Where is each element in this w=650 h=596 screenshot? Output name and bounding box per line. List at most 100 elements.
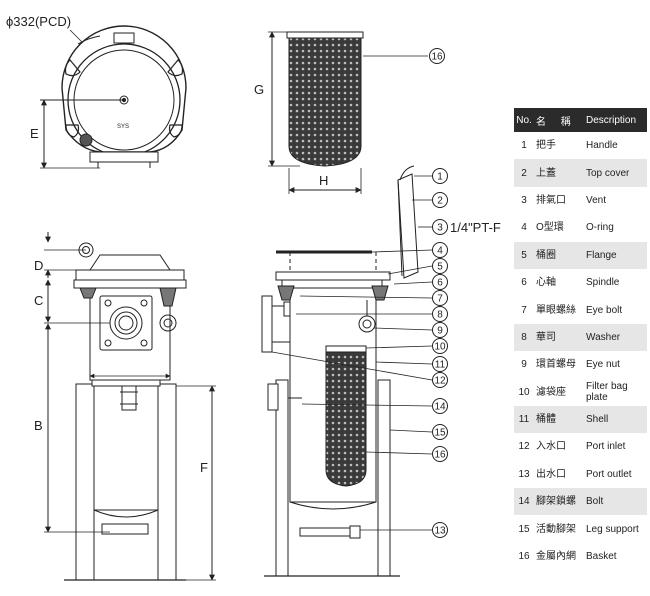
svg-text:9: 9 — [437, 326, 443, 337]
row-no: 7 — [521, 304, 527, 316]
svg-text:3: 3 — [437, 223, 443, 234]
row-name-cn: 金屬內網 — [536, 551, 576, 563]
callout-15: 15 — [432, 424, 448, 440]
callout-12: 12 — [432, 372, 448, 388]
svg-text:16: 16 — [431, 52, 443, 63]
row-description: Handle — [586, 140, 618, 152]
row-no: 1 — [521, 140, 527, 152]
dim-g-label: G — [254, 82, 264, 97]
row-no: 8 — [514, 323, 534, 352]
row-name-cn: 桶體 — [534, 405, 584, 434]
row-no: 13 — [518, 468, 530, 480]
callout-circles: 1 2 3 4 5 6 7 8 9 10 11 12 14 15 16 13 1… — [429, 48, 448, 538]
dim-h-label: H — [319, 173, 328, 188]
row-description: Port outlet — [586, 468, 632, 480]
svg-text:4: 4 — [437, 246, 443, 257]
svg-text:1: 1 — [437, 172, 443, 183]
front-view — [44, 232, 216, 581]
svg-text:2: 2 — [437, 196, 443, 207]
row-name-cn: 排氣口 — [536, 194, 566, 206]
row-description: Bolt — [584, 488, 647, 516]
row-no: 14 — [514, 488, 534, 516]
row-description: Eye bolt — [586, 304, 623, 316]
callout-13: 13 — [432, 522, 448, 538]
row-description: Shell — [584, 405, 647, 434]
callout-4: 4 — [432, 242, 448, 258]
table-row: 16 金屬內網 Basket — [514, 543, 647, 570]
callout-2: 2 — [432, 192, 448, 208]
svg-text:8: 8 — [437, 310, 443, 321]
svg-text:11: 11 — [435, 360, 446, 371]
row-name-cn: 濾袋座 — [536, 386, 566, 398]
row-description: O-ring — [586, 222, 614, 234]
header-no: No. — [514, 108, 534, 132]
row-no: 2 — [514, 159, 534, 187]
logo-text: SYS — [117, 124, 129, 130]
svg-text:16: 16 — [434, 450, 446, 461]
row-name-cn: 活動腳架 — [536, 523, 576, 535]
row-no: 15 — [518, 523, 530, 535]
svg-text:15: 15 — [434, 428, 446, 439]
row-no: 6 — [521, 277, 527, 289]
row-description: Basket — [586, 551, 617, 563]
row-description: Vent — [586, 194, 607, 206]
callout-11: 11 — [432, 356, 448, 372]
svg-text:14: 14 — [434, 402, 446, 413]
row-name-cn: 把手 — [536, 140, 556, 152]
row-name-cn: 環首螺母 — [536, 359, 576, 371]
parts-table-header: No. 名 稱 Description — [514, 108, 647, 132]
row-description: Filter bag plate — [586, 381, 628, 404]
row-no: 16 — [518, 551, 530, 563]
row-no: 3 — [521, 194, 527, 206]
vent-thread-label: 1/4"PT-F — [450, 220, 501, 235]
top-view — [40, 25, 187, 169]
callout-7: 7 — [432, 290, 448, 306]
svg-text:13: 13 — [434, 526, 446, 537]
callout-6: 6 — [432, 274, 448, 290]
row-description: Washer — [584, 323, 647, 352]
row-no: 12 — [518, 441, 530, 453]
callout-14: 14 — [432, 398, 448, 414]
row-description: Leg support — [586, 523, 639, 535]
row-name-cn: 腳架鎖螺 — [534, 488, 584, 516]
callout-3: 3 — [432, 219, 448, 235]
row-no: 4 — [521, 222, 527, 234]
row-no: 9 — [521, 359, 527, 371]
header-name-cn: 名 稱 — [534, 108, 584, 132]
callout-16-section: 16 — [432, 446, 448, 462]
callout-10: 10 — [432, 338, 448, 354]
row-name-cn: 入水口 — [536, 441, 566, 453]
callout-8: 8 — [432, 306, 448, 322]
row-name-cn: 心軸 — [536, 277, 556, 289]
row-name-cn: 華司 — [534, 323, 584, 352]
callout-16-basket: 16 — [429, 48, 445, 64]
table-row: 15 活動腳架 Leg support — [514, 515, 647, 542]
svg-text:7: 7 — [437, 294, 443, 305]
filter-housing-drawing: ϕ332(PCD) SYS E G H — [6, 14, 501, 581]
table-row: 13 出水口 Port outlet — [514, 461, 647, 488]
row-name-cn: O型環 — [536, 222, 564, 234]
row-description: Top cover — [584, 159, 647, 187]
svg-text:5: 5 — [437, 262, 443, 273]
dim-d-label: D — [34, 258, 43, 273]
row-name-cn: 出水口 — [536, 468, 566, 480]
callout-1: 1 — [432, 168, 448, 184]
callout-9: 9 — [432, 322, 448, 338]
table-row: 4 O型環 O-ring — [514, 214, 647, 241]
row-description: Flange — [584, 241, 647, 269]
table-row: 12 入水口 Port inlet — [514, 433, 647, 460]
pcd-label: ϕ332(PCD) — [6, 14, 71, 29]
row-name-cn: 桶圈 — [534, 241, 584, 269]
row-description: Port inlet — [586, 441, 626, 453]
table-row: 3 排氣口 Vent — [514, 187, 647, 214]
dim-e-label: E — [30, 126, 39, 141]
svg-text:10: 10 — [434, 342, 446, 353]
